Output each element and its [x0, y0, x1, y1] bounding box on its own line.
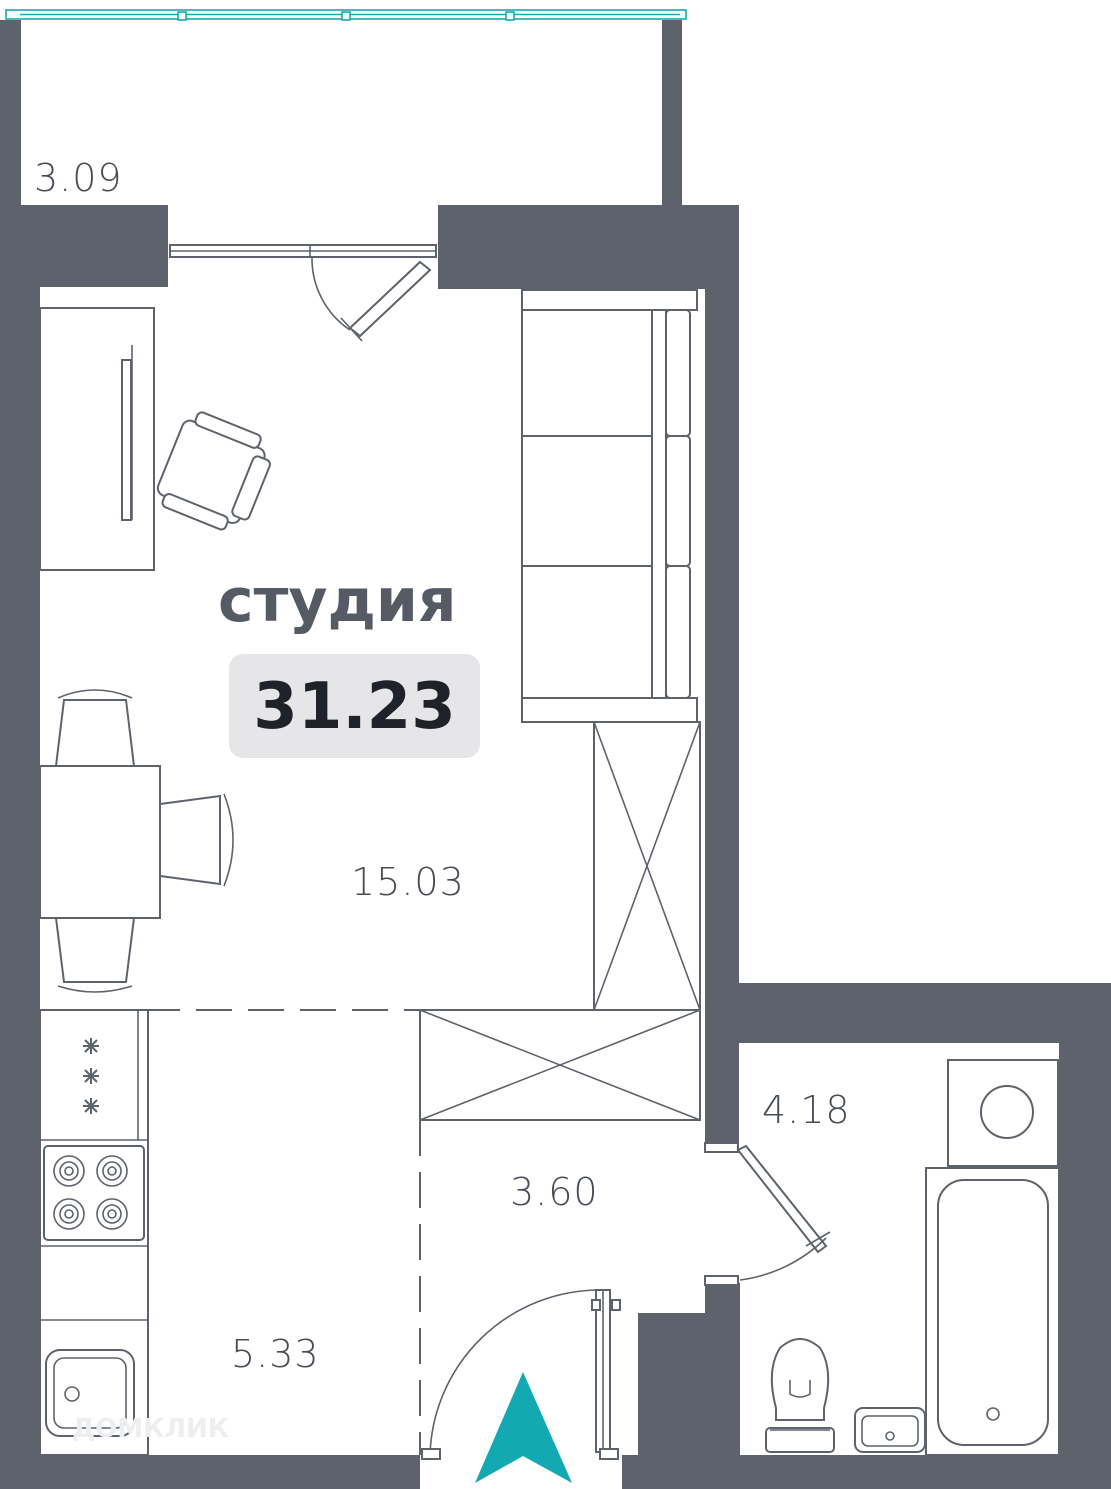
hallway-closet — [419, 1009, 701, 1121]
compass-arrow-icon — [475, 1372, 572, 1483]
hallway-area: 3.60 — [510, 1170, 599, 1214]
living-area: 15.03 — [351, 860, 465, 904]
washing-machine — [947, 1059, 1059, 1167]
total-area-badge: 31.23 — [229, 654, 480, 758]
toilet — [765, 1338, 835, 1453]
armchair — [156, 411, 271, 531]
bathtub — [925, 1167, 1060, 1456]
room-name: студия — [218, 566, 457, 636]
balcony-door — [169, 244, 437, 342]
walls — [0, 205, 1111, 1489]
stove-icon — [43, 1145, 145, 1241]
washbasin — [854, 1407, 926, 1453]
sofa — [521, 289, 698, 723]
bathroom-area: 4.18 — [762, 1088, 851, 1132]
wardrobe — [593, 721, 701, 1011]
bathroom-door — [704, 1142, 831, 1286]
balcony-area: 3.09 — [34, 156, 123, 200]
balcony-left-wall — [0, 20, 21, 210]
entrance-door — [421, 1289, 621, 1460]
desk — [39, 307, 155, 571]
balcony — [0, 9, 687, 210]
watermark: ДОМКЛИК — [72, 1414, 229, 1444]
total-area-value: 31.23 — [253, 670, 456, 744]
sink-icon — [45, 1349, 135, 1437]
dining-table — [39, 689, 234, 993]
hood-icon — [83, 1038, 99, 1114]
balcony-right-wall — [662, 20, 682, 210]
kitchen-area: 5.33 — [231, 1332, 320, 1376]
